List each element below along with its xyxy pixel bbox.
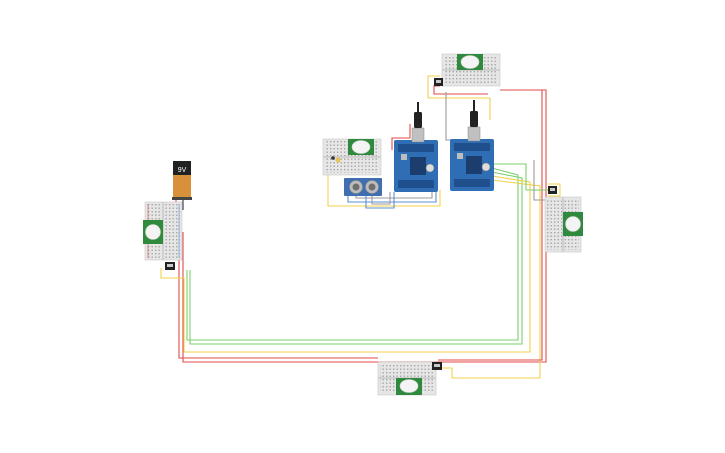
breadboard-left[interactable] bbox=[143, 201, 183, 270]
usb-port-2 bbox=[467, 126, 481, 142]
transistor-right[interactable] bbox=[548, 186, 557, 194]
breadboard-bottom[interactable] bbox=[377, 361, 442, 396]
wire-grey-2[interactable] bbox=[371, 192, 391, 205]
transistor-bottom[interactable] bbox=[432, 362, 442, 370]
battery-connector bbox=[172, 197, 192, 200]
arduino-board-2[interactable] bbox=[450, 126, 494, 191]
wire-blue-1[interactable] bbox=[347, 190, 437, 203]
breadboard-top[interactable] bbox=[434, 53, 501, 87]
arduino-board-1[interactable] bbox=[394, 127, 438, 192]
pir-sensor-right[interactable] bbox=[563, 212, 583, 236]
transistor-left[interactable] bbox=[165, 262, 175, 270]
wire-red-left-loop[interactable] bbox=[182, 89, 547, 363]
wire-green-ard[interactable] bbox=[492, 163, 527, 190]
wire-red-ard1[interactable] bbox=[391, 124, 411, 150]
wire-red-top[interactable] bbox=[433, 85, 488, 95]
battery-9v[interactable]: 9V bbox=[172, 161, 192, 200]
battery-cap bbox=[173, 161, 191, 175]
wire-yellow-bottom[interactable] bbox=[160, 175, 531, 353]
wire-yellow-left-sensor[interactable] bbox=[327, 172, 441, 207]
usb-port-1 bbox=[411, 127, 425, 143]
wire-red-left-2[interactable] bbox=[178, 232, 378, 359]
ultrasonic-sensor[interactable] bbox=[344, 178, 382, 196]
transistor-top[interactable] bbox=[434, 78, 443, 86]
usb-cable-2[interactable] bbox=[470, 100, 478, 127]
wire-yellow-right[interactable] bbox=[548, 183, 561, 197]
wire-yellow-bottom-2[interactable] bbox=[440, 179, 541, 379]
led-small-sensor[interactable] bbox=[331, 156, 341, 163]
wire-green-bottom-2[interactable] bbox=[189, 171, 523, 345]
pir-sensor-top[interactable] bbox=[457, 54, 483, 70]
wire-grey-right[interactable] bbox=[533, 160, 548, 201]
wire-yellow-top[interactable] bbox=[427, 75, 491, 120]
usb-cable-1[interactable] bbox=[414, 102, 422, 128]
pir-sensor-left[interactable] bbox=[143, 220, 163, 244]
breadboard-right[interactable] bbox=[544, 186, 583, 253]
wire-blue-2[interactable] bbox=[365, 192, 395, 209]
pir-sensor-bottom[interactable] bbox=[396, 378, 422, 395]
wire-grey-top[interactable] bbox=[445, 92, 462, 141]
wire-green-bottom[interactable] bbox=[186, 167, 519, 341]
wire-red-right[interactable] bbox=[438, 90, 543, 361]
pir-sensor-middle[interactable] bbox=[348, 139, 374, 155]
battery-label: 9V bbox=[178, 167, 187, 174]
battery-body bbox=[173, 175, 191, 197]
wires bbox=[160, 75, 561, 379]
breadboard-sensor[interactable] bbox=[322, 138, 382, 196]
